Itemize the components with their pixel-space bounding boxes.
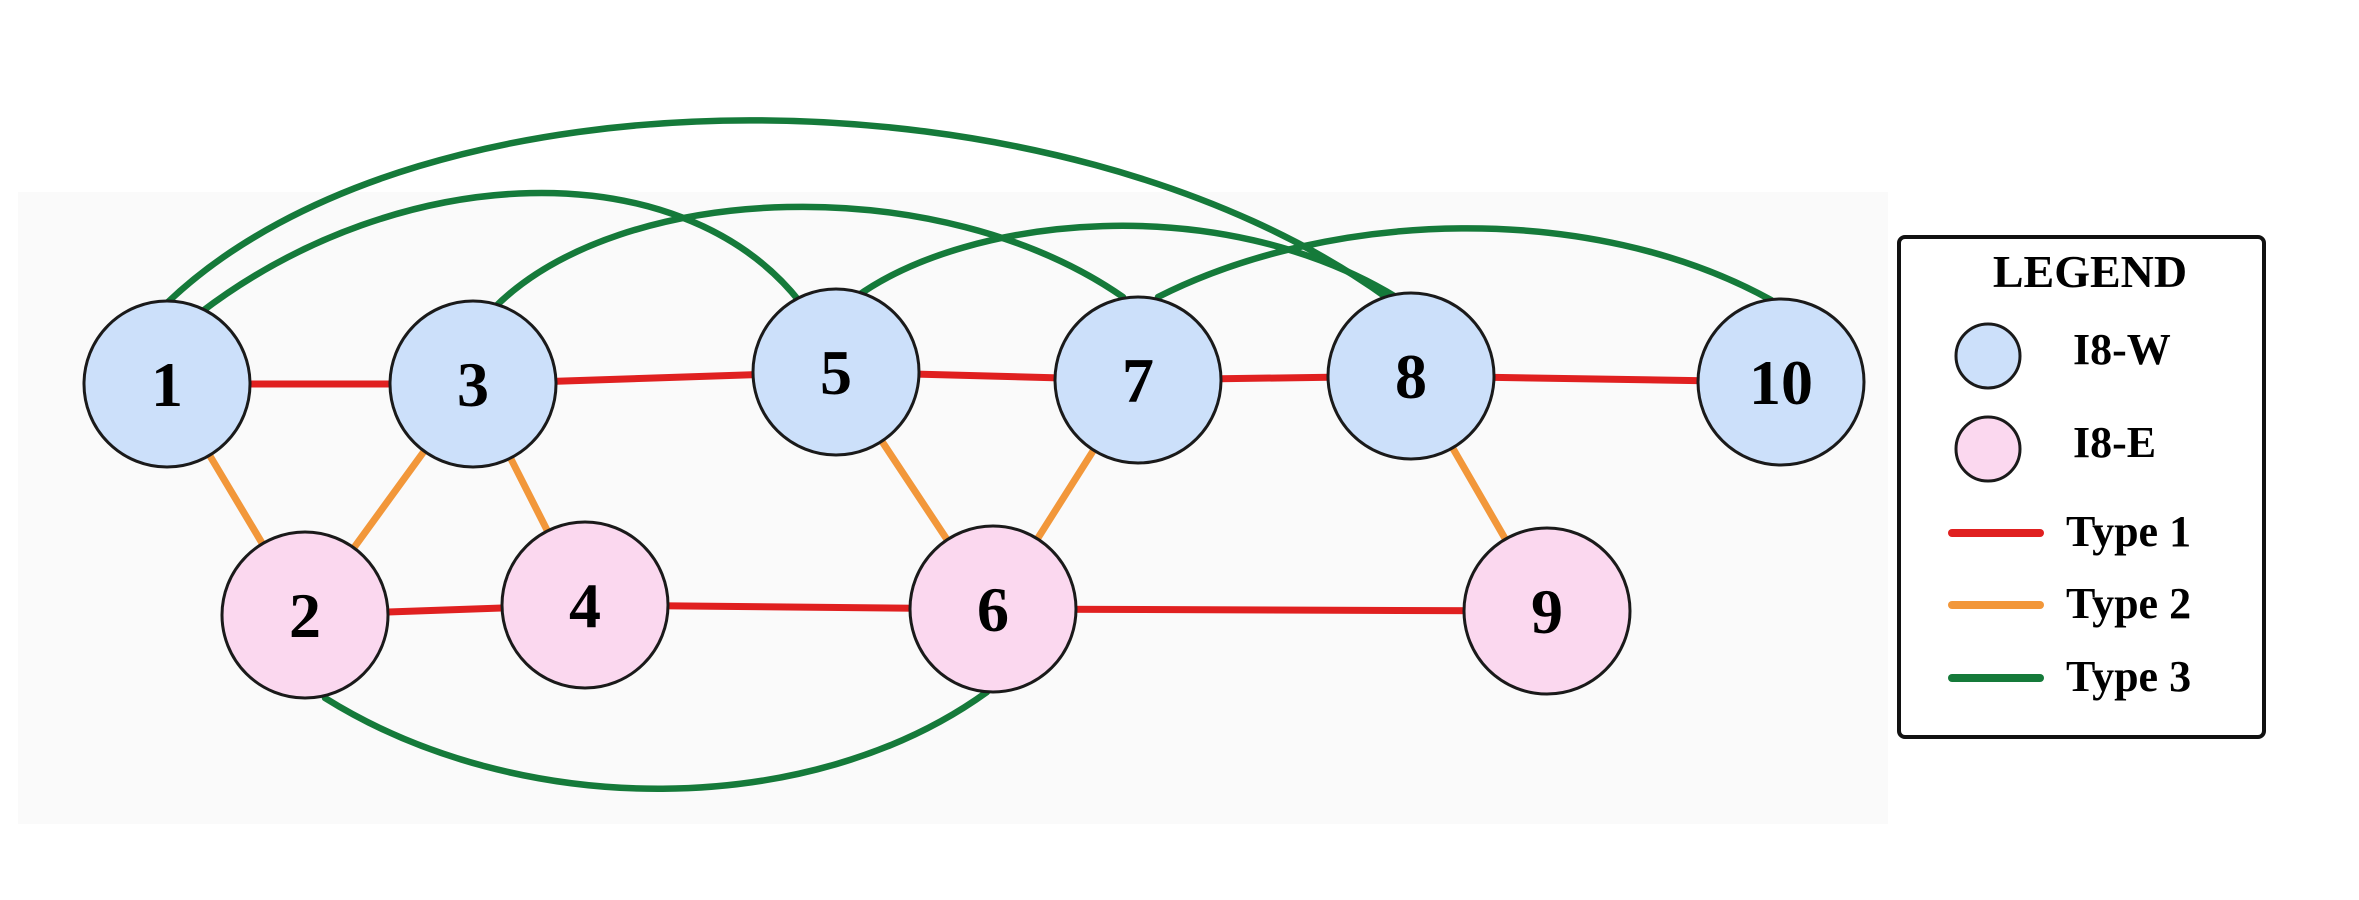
node-9: 9 — [1462, 526, 1632, 696]
node-7-circle — [1053, 295, 1223, 465]
legend-swatch-i8-e — [1954, 415, 2022, 483]
node-5-circle — [751, 287, 921, 457]
node-7-label: 7 — [1122, 345, 1154, 416]
edge-type3-1-8 — [163, 117, 1394, 307]
node-3-label: 3 — [457, 349, 489, 420]
legend-title: LEGEND — [1993, 246, 2187, 297]
nodes-layer: 1 3 5 7 8 10 2 4 6 9 — [82, 287, 1866, 700]
node-7: 7 — [1053, 295, 1223, 465]
node-10-circle — [1696, 297, 1866, 467]
node-3-circle — [388, 299, 558, 469]
legend-swatch-i8-w — [1954, 322, 2022, 390]
edge-type3-3-7 — [489, 203, 1127, 313]
node-5-label: 5 — [820, 337, 852, 408]
node-10-label: 10 — [1749, 347, 1813, 418]
node-9-circle — [1462, 526, 1632, 696]
node-6-circle — [908, 524, 1078, 694]
legend-label-i8-w: I8-W — [2073, 325, 2171, 374]
node-4: 4 — [500, 520, 670, 690]
node-4-label: 4 — [569, 570, 601, 641]
legend-label-type-1: Type 1 — [2066, 507, 2191, 556]
node-4-circle — [500, 520, 670, 690]
node-1-label: 1 — [151, 349, 183, 420]
node-10: 10 — [1696, 297, 1866, 467]
node-3: 3 — [388, 299, 558, 469]
edge-type3-2-6 — [321, 688, 991, 792]
edge-type3-5-8 — [852, 222, 1400, 301]
node-1-circle — [82, 299, 252, 469]
node-2-circle — [220, 530, 390, 700]
node-8-label: 8 — [1395, 341, 1427, 412]
node-9-label: 9 — [1531, 576, 1563, 647]
edge-type3-1-5 — [196, 189, 804, 317]
edge-type3-7-10 — [1154, 225, 1775, 304]
legend-label-type-3: Type 3 — [2066, 652, 2191, 701]
node-2-label: 2 — [289, 580, 321, 651]
node-8-circle — [1326, 291, 1496, 461]
node-6-label: 6 — [977, 574, 1009, 645]
legend: LEGEND I8-W I8-E Type 1 Type 2 Type 3 — [1897, 235, 2266, 739]
background-band — [18, 192, 1888, 824]
edge-type1-6-9 — [989, 605, 1551, 615]
node-5: 5 — [751, 287, 921, 457]
legend-label-type-2: Type 2 — [2066, 579, 2191, 628]
node-6: 6 — [908, 524, 1078, 694]
legend-label-i8-e: I8-E — [2073, 418, 2156, 467]
node-8: 8 — [1326, 291, 1496, 461]
node-1: 1 — [82, 299, 252, 469]
node-2: 2 — [220, 530, 390, 700]
